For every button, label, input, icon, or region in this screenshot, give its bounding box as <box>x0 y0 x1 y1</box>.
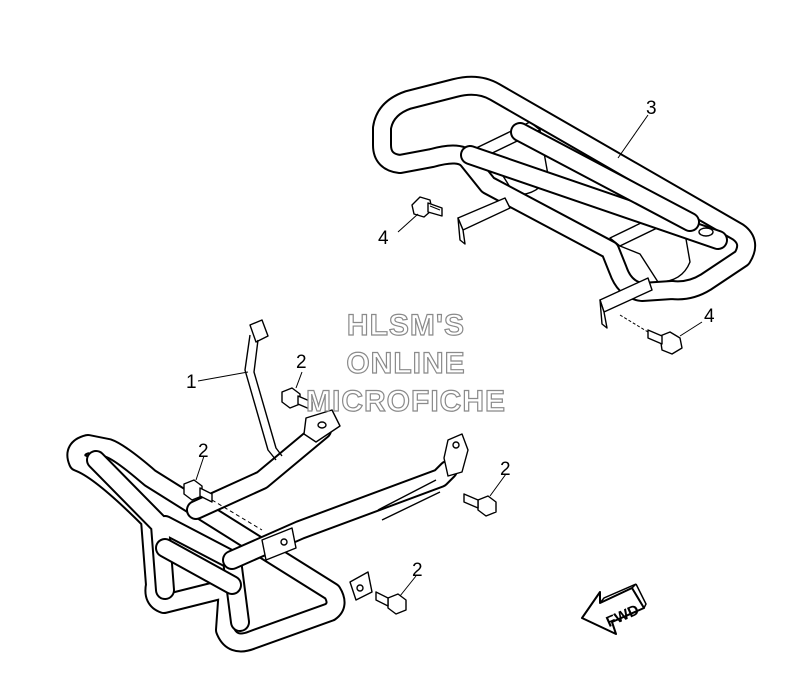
callout-2-lower: 2 <box>412 560 423 581</box>
bolt-2-c <box>463 473 507 517</box>
callout-2-upper: 2 <box>296 352 307 373</box>
watermark-line-3: MICROFICHE <box>306 385 506 418</box>
callout-1: 1 <box>186 372 197 393</box>
watermark-line-2: ONLINE <box>346 347 465 380</box>
bolt-4-lower <box>647 329 683 355</box>
watermark-line-1: HLSM'S <box>347 309 465 342</box>
stay-part-1 <box>197 319 283 461</box>
bolt-2-b <box>183 455 263 531</box>
bolt-4-upper <box>411 196 443 218</box>
watermark: HLSM'S ONLINE MICROFICHE <box>305 308 506 418</box>
callout-3: 3 <box>646 98 657 119</box>
callout-2-left: 2 <box>198 441 209 462</box>
callout-2-right: 2 <box>500 459 511 480</box>
rear-carrier <box>372 75 757 329</box>
callout-4-right: 4 <box>704 306 715 327</box>
bolt-2-d <box>375 575 417 615</box>
callout-4-left: 4 <box>378 228 389 249</box>
front-guard <box>66 409 469 653</box>
fwd-arrow-icon: FWD <box>581 583 647 635</box>
bolt-2-a <box>281 371 313 411</box>
